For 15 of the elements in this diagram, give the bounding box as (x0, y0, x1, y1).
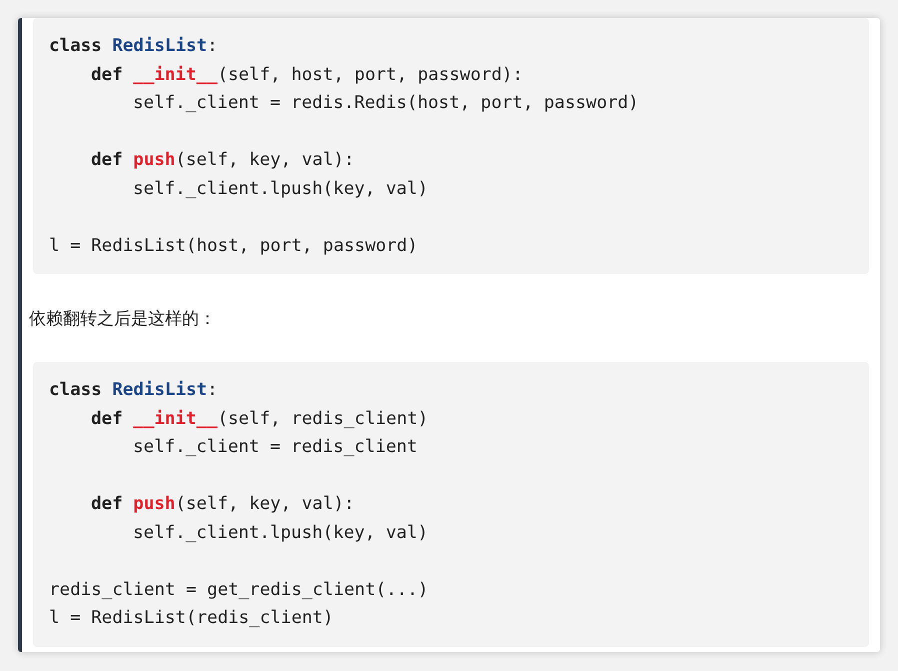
code-block (33, 18, 869, 274)
code-line: self._client.lpush(key, val) (133, 522, 428, 542)
code-line: def __init__(self, host, port, password): (91, 64, 523, 84)
code-line: class RedisList: (49, 380, 218, 400)
code-line: def __init__(self, redis_client) (91, 408, 428, 428)
code-line: self._client = redis.Redis(host, port, password) (133, 93, 639, 113)
code-line: l = RedisList(redis_client) (49, 608, 334, 628)
paragraph-text: 依赖翻转之后是这样的： (29, 309, 216, 328)
code-line: l = RedisList(host, port, password) (49, 236, 418, 256)
code-line: def push(self, key, val): (91, 494, 354, 514)
code-line: self._client = redis_client (133, 437, 418, 457)
code-line: class RedisList: (49, 36, 218, 56)
code-line: self._client.lpush(key, val) (133, 178, 428, 198)
code-line: def push(self, key, val): (91, 150, 354, 170)
code-line: redis_client = get_redis_client(...) (49, 580, 428, 600)
